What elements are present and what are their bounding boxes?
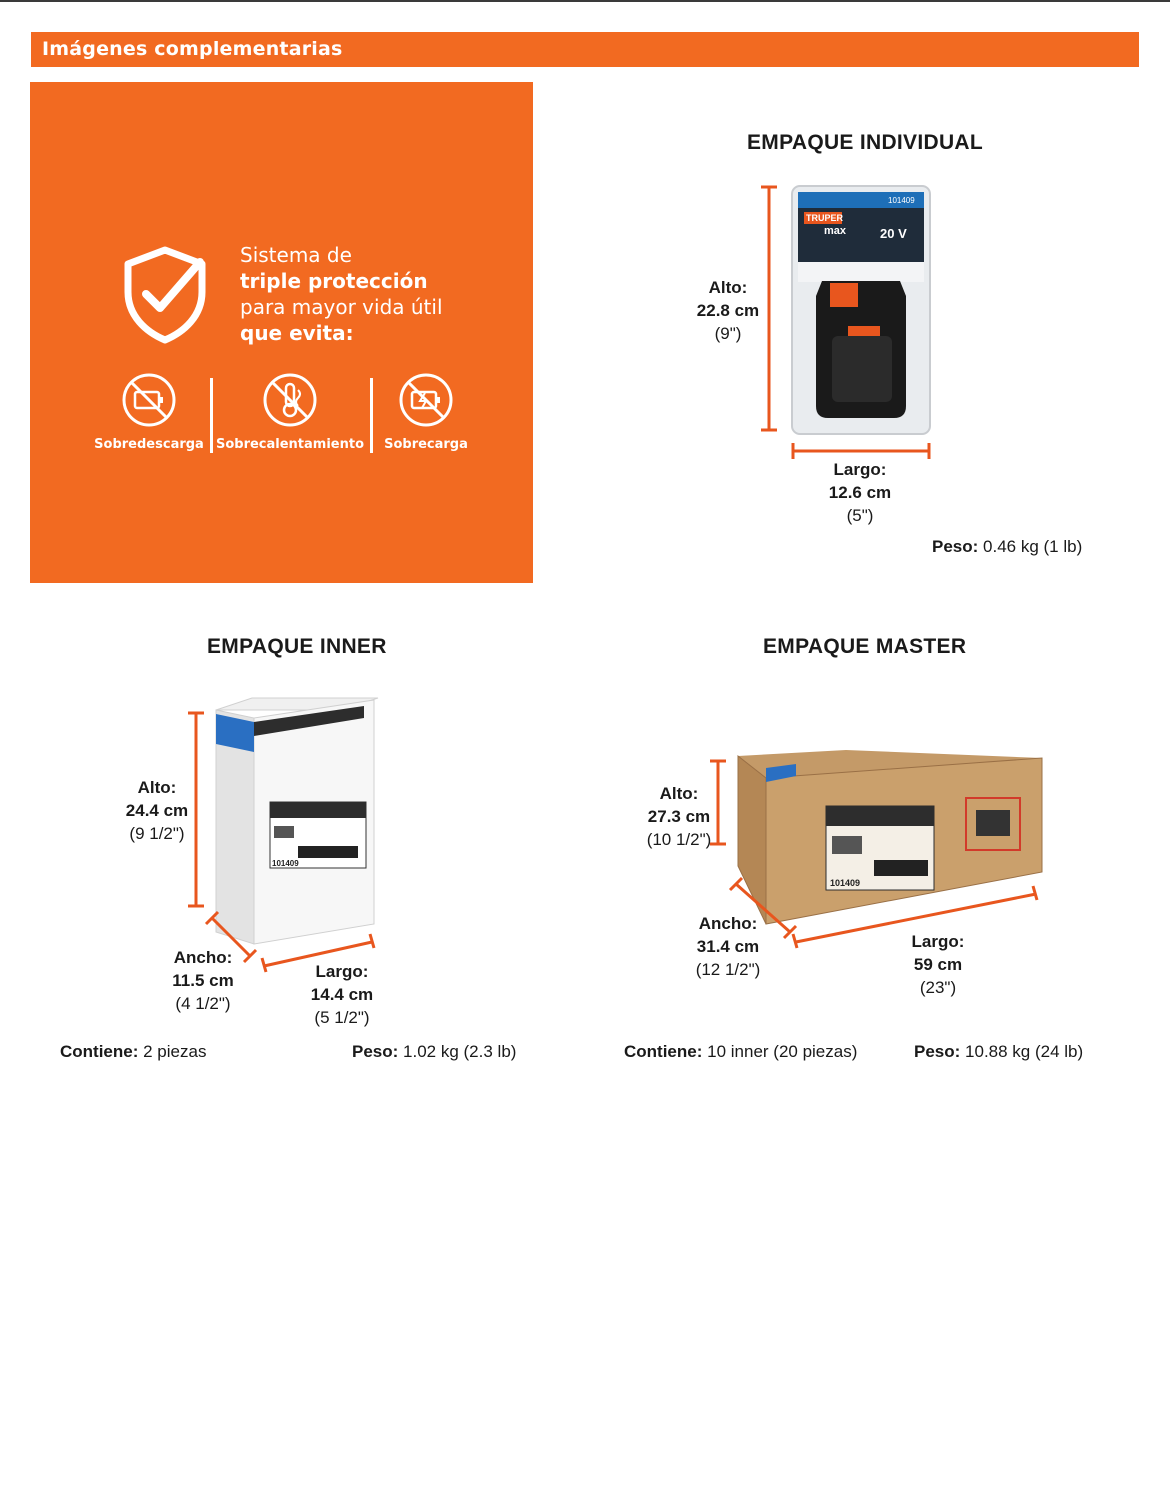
master-box-image: 101409 (737, 750, 1043, 925)
protection-label: Sobrecalentamiento (215, 437, 365, 452)
thermometer-heat-icon (263, 373, 317, 427)
master-title: EMPAQUE MASTER (763, 635, 967, 658)
master-height-label: Alto: 27.3 cm (10 1/2") (646, 784, 712, 849)
top-border (0, 0, 1170, 2)
master-length-label: Largo: 59 cm (23") (911, 932, 965, 997)
promo-line-1: Sistema de (240, 243, 352, 267)
protection-label: Sobredescarga (94, 437, 204, 452)
inner-width-dim-line (204, 910, 258, 964)
promo-panel: Sistema de triple protección para mayor … (30, 82, 533, 583)
shield-check-icon (124, 246, 206, 344)
inner-weight: Peso: 1.02 kg (2.3 lb) (352, 1042, 517, 1061)
inner-height-label: Alto: 24.4 cm (9 1/2") (125, 778, 189, 843)
master-box-code: 101409 (830, 878, 860, 888)
master-height-dim-line (710, 759, 726, 846)
master-contents: Contiene: 10 inner (20 piezas) (624, 1042, 858, 1061)
inner-contents: Contiene: 2 piezas (60, 1042, 207, 1061)
protection-item-overheat: Sobrecalentamiento (215, 372, 365, 452)
inner-box-code: 101409 (272, 859, 299, 868)
individual-length-label: Largo: 12.6 cm (5") (828, 460, 892, 525)
battery-discharge-icon (122, 373, 176, 427)
individual-title: EMPAQUE INDIVIDUAL (747, 131, 984, 154)
individual-height-dim-line (761, 185, 777, 432)
section-title: Imágenes complementarias (42, 38, 343, 60)
master-weight: Peso: 10.88 kg (24 lb) (914, 1042, 1084, 1061)
individual-length-dim-line (791, 443, 931, 459)
blister-brand: TRUPER (806, 213, 844, 223)
divider (210, 378, 213, 453)
blister-code: 101409 (888, 196, 915, 205)
promo-line-2: triple protección (240, 269, 428, 293)
master-width-label: Ancho: 31.4 cm (12 1/2") (695, 914, 761, 979)
inner-length-label: Largo: 14.4 cm (5 1/2") (310, 962, 374, 1027)
inner-box-image: 101409 (215, 697, 379, 945)
inner-height-dim-line (188, 711, 204, 908)
protection-item-overcharge: Sobrecarga (351, 372, 501, 452)
promo-text: Sistema de triple protección para mayor … (240, 242, 443, 346)
inner-width-label: Ancho: 11.5 cm (4 1/2") (172, 948, 234, 1013)
battery-overcharge-icon (399, 373, 453, 427)
protection-item-overdischarge: Sobredescarga (74, 372, 224, 452)
section-header: Imágenes complementarias (31, 32, 1139, 67)
inner-title: EMPAQUE INNER (207, 635, 387, 658)
master-width-dim-line (728, 876, 798, 940)
individual-height-label: Alto: 22.8 cm (9") (696, 278, 760, 343)
blister-voltage: 20 V (880, 226, 907, 241)
master-length-dim-line (791, 885, 1039, 949)
divider (370, 378, 373, 453)
protection-label: Sobrecarga (384, 437, 468, 452)
individual-blister-image: TRUPER max 101409 20 V (791, 185, 931, 435)
promo-line-3: para mayor vida útil (240, 295, 443, 319)
inner-length-dim-line (260, 933, 376, 973)
blister-brand-sub: max (824, 225, 847, 237)
individual-weight: Peso: 0.46 kg (1 lb) (932, 537, 1083, 556)
promo-line-4: que evita: (240, 321, 354, 345)
